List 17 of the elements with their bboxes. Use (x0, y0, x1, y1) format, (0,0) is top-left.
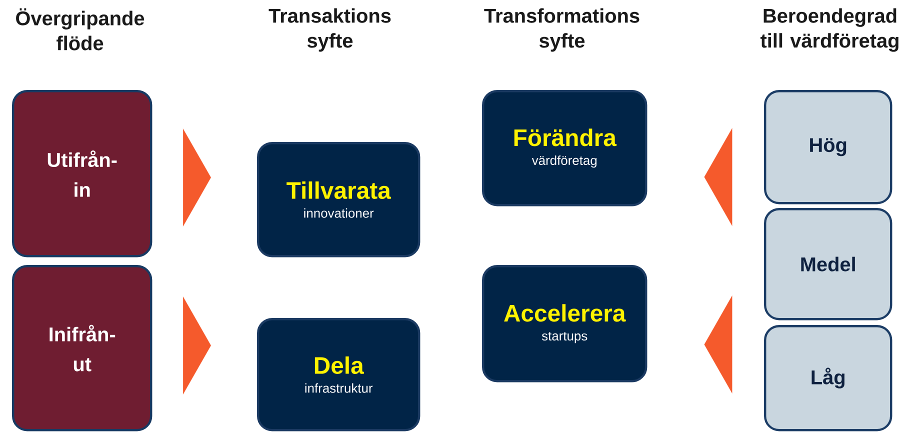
column-heading: Övergripande flöde (16, 8, 144, 50)
level-box: Medel (764, 208, 892, 320)
level-box: Låg (764, 325, 892, 432)
level-box: Hög (764, 90, 892, 204)
chevron-arrow (704, 128, 732, 226)
purpose-box: Accelerera startups (482, 265, 648, 382)
flow-box: Utifrån-in (12, 90, 152, 258)
column-heading: Transaktions syfte (268, 8, 391, 52)
purpose-box: Dela infrastruktur (257, 318, 420, 432)
column-heading: Transformations syfte (484, 8, 640, 52)
chevron-arrow (182, 128, 211, 226)
flow-box: Inifrån-ut (12, 265, 152, 432)
purpose-box: Förändra värdföretag (482, 90, 648, 206)
column-heading: Beroendegrad till värdföretag (760, 8, 898, 52)
chevron-arrow (182, 296, 211, 394)
purpose-box: Tillvarata innovationer (257, 142, 420, 258)
chevron-arrow (704, 296, 732, 394)
